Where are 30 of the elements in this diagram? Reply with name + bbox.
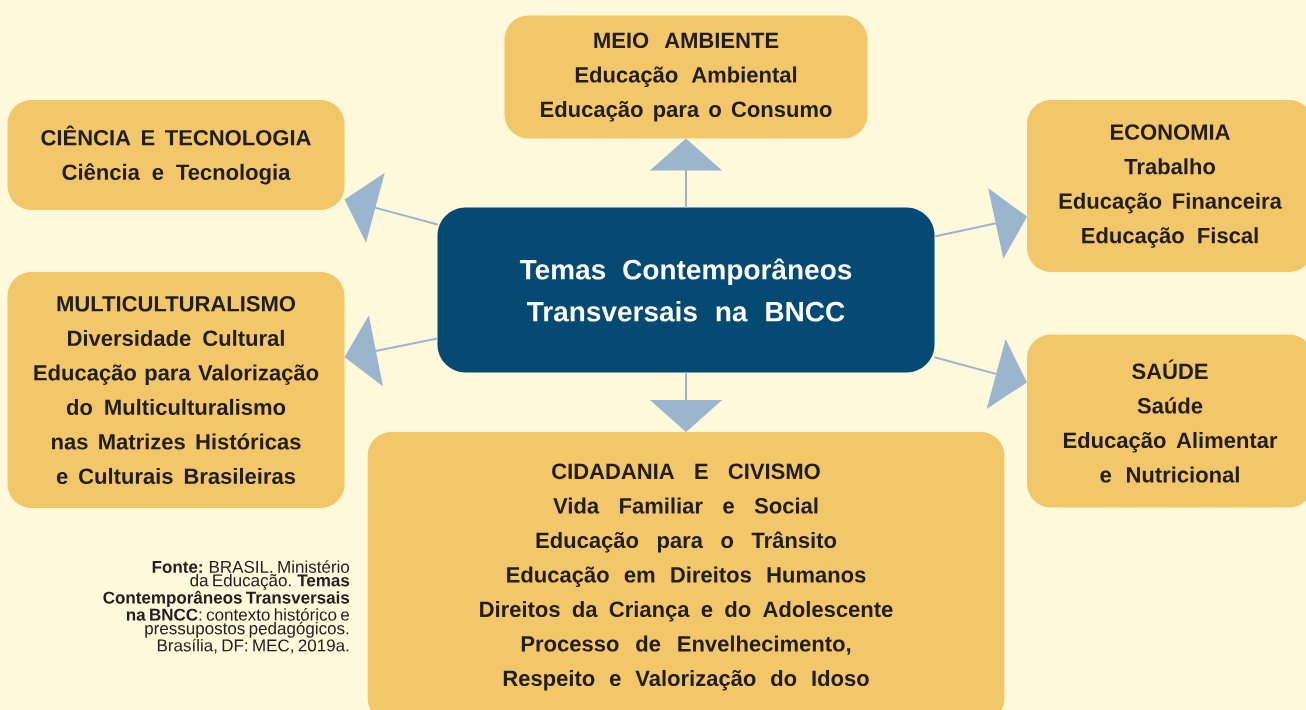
topic-box: [1027, 334, 1306, 508]
topic-box: [1027, 100, 1306, 272]
topic-text: Educação Ambiental: [575, 66, 797, 87]
topic-text: Direitos da Criança e do Adolescente: [480, 600, 893, 622]
topic-text: Educação em Direitos Humanos: [507, 566, 866, 587]
title-text: Temas Contemporâneos Transversais na BNCC: [519, 258, 852, 322]
topic-text: Educação Fiscal: [1082, 227, 1258, 248]
title-box: [437, 207, 935, 373]
topic-box: [7, 272, 345, 508]
box-heading: CIÊNCIA E TECNOLOGIA: [41, 125, 311, 146]
topic-text: Saúde: [1137, 397, 1203, 414]
topic-box: [7, 100, 345, 210]
topic-text: Vida Familiar e Social: [553, 497, 818, 514]
source-note: Fonte: BRASIL. Ministério da Educação. Temas Contemporâneos Transversais na BNCC: contexto histórico e pressupostos pedagógicos. Brasília, DF: MEC, 2019a.: [103, 560, 350, 654]
topic-text: Ciência e Tecnologia: [62, 163, 291, 185]
topic-text: Educação Alimentar e Nutricional: [1063, 431, 1278, 483]
topic-box: [367, 432, 1005, 710]
topic-text: Processo de Envelhecimento, Respeito e Valorização do Idoso: [503, 635, 869, 691]
topic-text: Educação para Valorização do Multiculturalismo nas Matrizes Históricas e Culturais Brasileiras: [34, 364, 319, 485]
topic-text: Diversidade Cultural: [68, 329, 284, 347]
topic-text: Educação para o Consumo: [541, 100, 832, 122]
box-heading: ECONOMIA: [1111, 124, 1230, 140]
topic-text: Educação para o Trânsito: [536, 531, 837, 553]
topic-text: Educação Financeira: [1059, 192, 1282, 214]
topic-box: [504, 15, 868, 139]
box-heading: MEIO AMBIENTE: [594, 32, 779, 49]
topic-text: Trabalho: [1124, 158, 1215, 175]
box-heading: SAÚDE: [1132, 359, 1208, 380]
box-heading: CIDADANIA E CIVISMO: [552, 463, 820, 480]
box-heading: MULTICULTURALISMO: [57, 295, 296, 312]
